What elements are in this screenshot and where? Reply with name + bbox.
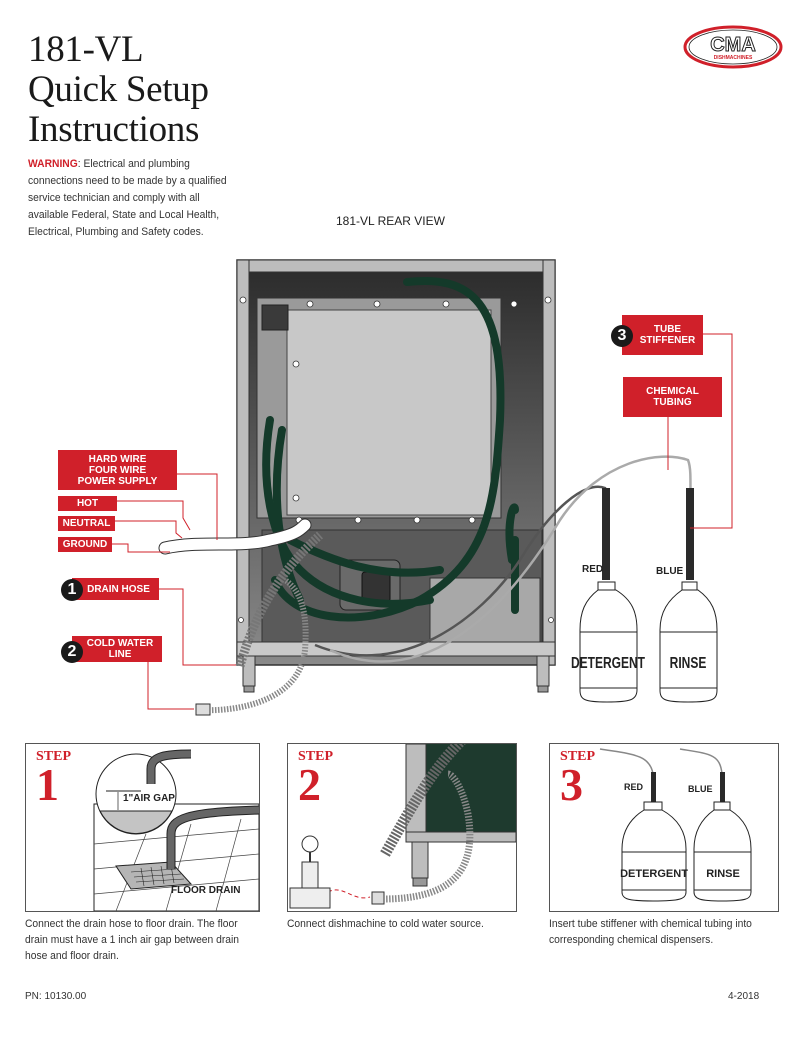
cabinet xyxy=(236,259,556,693)
floor-drain-illustration xyxy=(93,749,259,911)
cma-logo: CMA DISHMACHINES xyxy=(683,25,783,69)
detergent-label: DETERGENT xyxy=(571,654,645,672)
blue-tube-label: BLUE xyxy=(656,566,684,577)
title-line-model: 181-VL xyxy=(28,29,144,70)
red-tube-label: RED xyxy=(582,564,603,575)
step-2-tag: STEP xyxy=(298,749,334,764)
callout-power-supply: HARD WIRE FOUR WIRE POWER SUPPLY xyxy=(58,450,177,490)
chemical-tubing-line-1: CHEMICAL xyxy=(646,386,699,397)
internal-hoses xyxy=(262,276,519,622)
ground-label: GROUND xyxy=(62,539,108,550)
step-2-caption: Connect dishmachine to cold water source… xyxy=(287,918,484,930)
step-3-rinse-label: RINSE xyxy=(706,868,740,880)
neutral-label: NEUTRAL xyxy=(62,518,111,529)
rinse-bottle xyxy=(659,581,718,703)
warning-text: : Electrical and plumbing connections ne… xyxy=(28,158,227,238)
step-1-tag: STEP xyxy=(36,749,72,764)
step-2-panel: STEP 2 xyxy=(287,743,517,912)
step-badge-1: 1 xyxy=(61,579,83,601)
title-line-quick-setup: Quick Setup xyxy=(28,69,209,110)
red-tube-stiffener xyxy=(602,488,610,580)
chemical-tubing xyxy=(314,455,692,663)
rear-view-diagram: DETERGENT RINSE RED BLUE xyxy=(112,259,733,716)
air-gap-label: 1"AIR GAP xyxy=(123,793,175,804)
callout-tube-stiffener: TUBE STIFFENER xyxy=(622,315,703,355)
water-connection-illustration xyxy=(289,744,516,909)
drain-hose-label: DRAIN HOSE xyxy=(87,583,150,595)
chemical-tubing-line-2: TUBING xyxy=(653,397,692,408)
revision-date: 4-2018 xyxy=(728,991,760,1002)
floor-drain-label: FLOOR DRAIN xyxy=(171,885,241,896)
step-3-panel: STEP 3 DETERGENT RINSE RED BLUE xyxy=(549,743,779,912)
step-badge-3: 3 xyxy=(611,325,633,347)
warning-notice: WARNING: Electrical and plumbing connect… xyxy=(28,156,230,241)
cold-water-line-2: LINE xyxy=(108,649,132,660)
step-3-number: 3 xyxy=(560,759,583,810)
power-supply-line-3: POWER SUPPLY xyxy=(77,475,158,487)
tube-stiffener-line-2: STIFFENER xyxy=(639,335,696,346)
page-title: 181-VL Quick Setup Instructions xyxy=(28,30,209,150)
rinse-label: RINSE xyxy=(670,654,707,672)
step-2-number: 2 xyxy=(298,759,321,810)
step-1-caption: Connect the drain hose to floor drain. T… xyxy=(25,918,240,962)
title-line-instructions: Instructions xyxy=(28,109,200,150)
callout-neutral: NEUTRAL xyxy=(58,516,115,531)
drain-hose xyxy=(235,531,324,668)
step-1-panel: STEP 1 1"AIR GAP FLOOR DRAIN xyxy=(25,743,260,912)
power-supply-line-2: FOUR WIRE xyxy=(88,464,147,476)
power-cable xyxy=(158,518,312,555)
logo-main-text: CMA xyxy=(710,34,756,56)
water-fitting xyxy=(195,703,211,716)
chemical-bottles-illustration: DETERGENT RINSE xyxy=(599,748,752,902)
step-3-red-label: RED xyxy=(624,782,644,792)
step-3-tag: STEP xyxy=(560,749,596,764)
callout-hot: HOT xyxy=(58,496,117,511)
cold-water-line xyxy=(199,577,309,714)
part-number: PN: 10130.00 xyxy=(25,991,87,1002)
step-3-caption: Insert tube stiffener with chemical tubi… xyxy=(549,918,752,946)
callout-chemical-tubing: CHEMICAL TUBING xyxy=(623,377,722,417)
detergent-bottle xyxy=(579,581,638,703)
cold-water-line-1: COLD WATER xyxy=(86,638,154,649)
step-badge-2: 2 xyxy=(61,641,83,663)
callout-drain-hose: DRAIN HOSE xyxy=(72,578,159,600)
rear-view-title: 181-VL REAR VIEW xyxy=(336,214,445,228)
blue-tube-stiffener xyxy=(686,488,694,580)
step-3-detergent-label: DETERGENT xyxy=(620,868,688,880)
tube-stiffener-line-1: TUBE xyxy=(653,324,682,335)
warning-label: WARNING xyxy=(28,158,78,170)
callout-ground: GROUND xyxy=(58,537,112,552)
power-supply-line-1: HARD WIRE xyxy=(88,453,147,465)
hot-label: HOT xyxy=(76,498,99,509)
step-1-number: 1 xyxy=(36,759,59,810)
logo-sub-text: DISHMACHINES xyxy=(714,55,753,61)
step-3-blue-label: BLUE xyxy=(688,784,713,794)
callout-cold-water-line: COLD WATER LINE xyxy=(72,636,162,662)
callout-leader-lines xyxy=(112,333,733,710)
